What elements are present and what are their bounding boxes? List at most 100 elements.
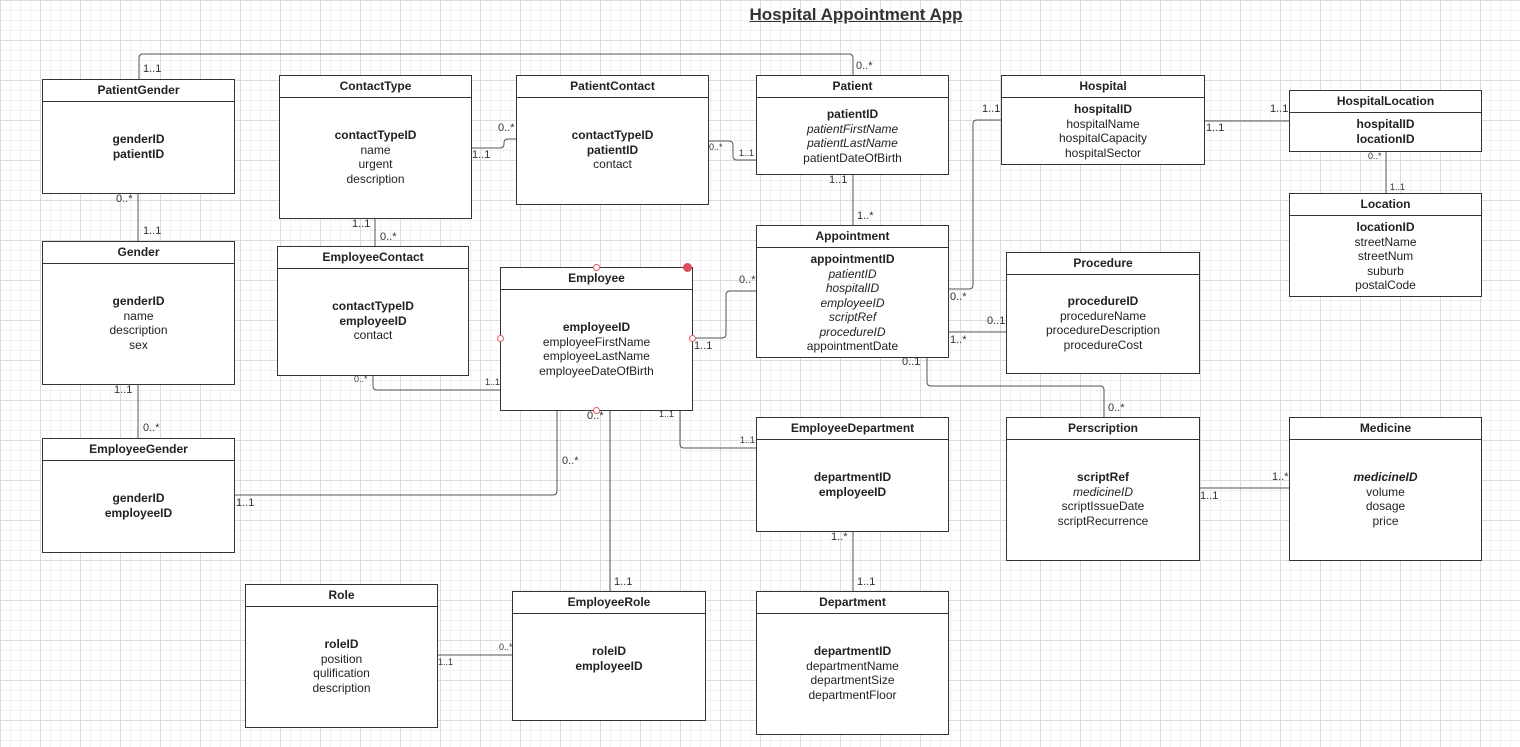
- entity-attribute: patientID: [828, 266, 877, 281]
- entity-header: Appointment: [757, 226, 948, 248]
- entity-attribute: departmentFloor: [808, 687, 897, 702]
- cardinality-label: 0..*: [143, 422, 160, 434]
- entity-attribute: procedureCost: [1063, 337, 1143, 352]
- entity-attribute: genderID: [112, 294, 165, 308]
- cardinality-label: 1..*: [857, 210, 874, 222]
- entity-attribute: employeeID: [104, 505, 173, 520]
- entity-header: Department: [757, 592, 948, 614]
- entity-attribute: volume: [1366, 484, 1405, 499]
- entity-attribute: employeeID: [575, 658, 643, 673]
- entity-attribute: name: [123, 308, 154, 323]
- selection-handle[interactable]: [497, 335, 504, 342]
- entity-attribute: suburb: [1367, 263, 1404, 278]
- entity-attribute: departmentSize: [810, 673, 895, 687]
- cardinality-label: 1..1: [143, 63, 162, 75]
- entity-attribute: qulification: [313, 666, 370, 680]
- resize-handle-active[interactable]: [683, 263, 692, 272]
- cardinality-label: 1..1: [352, 218, 371, 230]
- entity-attribute: medicineID: [1353, 470, 1418, 484]
- entity-attribute: procedureDescription: [1045, 323, 1161, 337]
- cardinality-label: 0..*: [498, 122, 515, 134]
- entity-attribute: description: [312, 680, 371, 695]
- entity-attribute: departmentID: [813, 470, 892, 484]
- entity-attribute: hospitalName: [1066, 116, 1140, 131]
- entity-attribute: scriptRef: [828, 310, 877, 324]
- entity-attribute: streetNum: [1357, 249, 1414, 263]
- entity-header: Employee: [501, 268, 692, 290]
- cardinality-label: 1..1: [114, 384, 133, 396]
- entity-attribute: locationID: [1356, 131, 1415, 146]
- entity-header: PatientContact: [517, 76, 708, 98]
- entity-header: Procedure: [1007, 253, 1199, 275]
- line-employee-employeedepartment: [679, 410, 757, 449]
- selection-handle[interactable]: [593, 264, 600, 271]
- cardinality-label: 1..1: [438, 657, 454, 667]
- entity-attribute: dosage: [1365, 499, 1406, 513]
- cardinality-label: 1..*: [1272, 471, 1289, 483]
- cardinality-label: 1..1: [829, 174, 848, 186]
- entity-attribute: position: [320, 651, 363, 666]
- cardinality-label: 0..1: [987, 315, 1006, 327]
- entity-attribute: hospitalCapacity: [1058, 131, 1148, 145]
- cardinality-label: 1..1: [472, 149, 491, 161]
- entity-attribute: employeeID: [818, 484, 887, 499]
- entity-attribute: hospitalID: [825, 281, 880, 295]
- entity-attribute: employeeID: [820, 295, 885, 310]
- entity-attribute: contact: [593, 157, 632, 171]
- entity-header: Perscription: [1007, 418, 1199, 440]
- cardinality-label: 1..*: [831, 531, 848, 543]
- entity-header: Role: [246, 585, 437, 607]
- cardinality-label: 1..1: [614, 576, 633, 588]
- entity-attribute: hospitalID: [1356, 117, 1415, 131]
- entity-attribute: locationID: [1356, 220, 1415, 234]
- entity-attribute: hospitalID: [1073, 102, 1132, 116]
- line-contacttype-patientcontact: [472, 138, 517, 149]
- cardinality-label: 1..1: [982, 103, 1001, 115]
- cardinality-label: 1..1: [739, 148, 755, 158]
- line-appointment-perscription: [926, 357, 1105, 418]
- cardinality-label: 0..*: [380, 231, 397, 243]
- selection-handle[interactable]: [593, 407, 600, 414]
- cardinality-label: 1..*: [950, 334, 967, 346]
- entity-attribute: roleID: [591, 644, 626, 658]
- entity-attribute: scriptRef: [1076, 470, 1129, 484]
- entity-attribute: postalCode: [1355, 278, 1416, 292]
- entity-attribute: procedureID: [819, 324, 886, 339]
- selection-handle[interactable]: [689, 335, 696, 342]
- entity-attribute: description: [346, 171, 405, 186]
- entity-attribute: contactTypeID: [332, 299, 414, 313]
- entity-attribute: genderID: [112, 491, 165, 505]
- entity-attribute: contactTypeID: [571, 128, 654, 142]
- cardinality-label: 1..1: [236, 497, 255, 509]
- line-patientgender-patient: [138, 53, 854, 79]
- cardinality-label: 0..1: [902, 356, 921, 368]
